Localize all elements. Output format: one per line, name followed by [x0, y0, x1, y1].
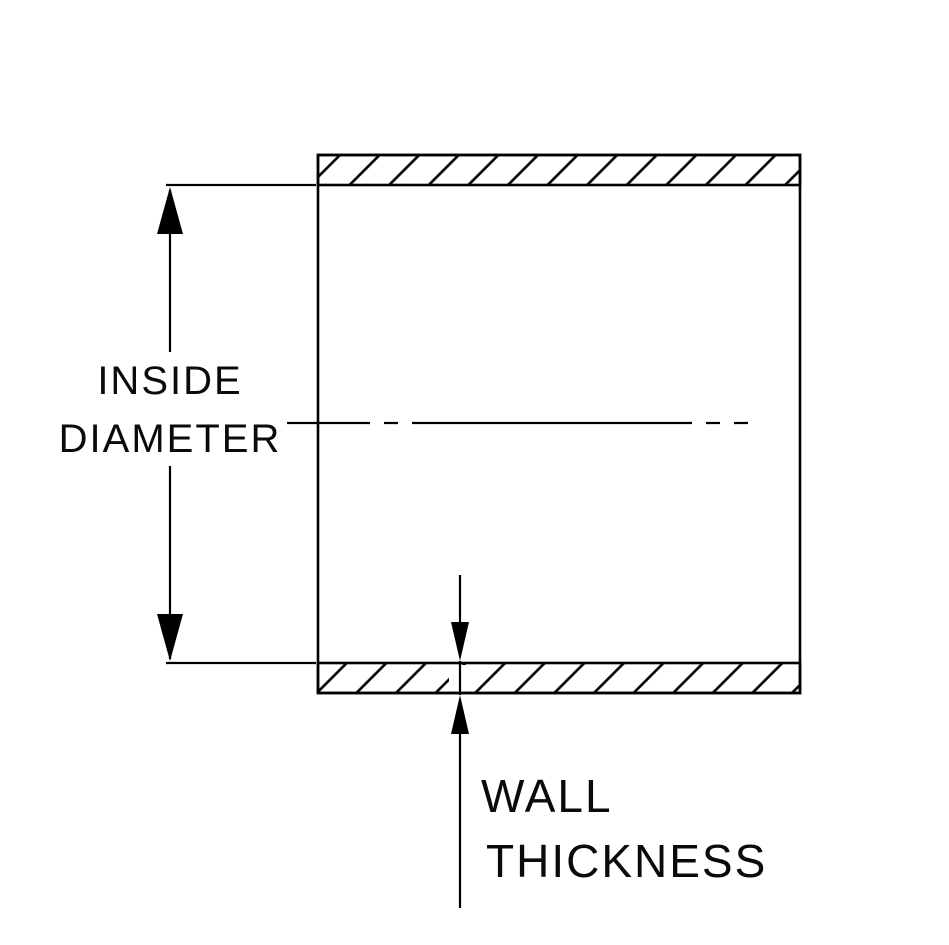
wall-thickness-arrow-up-icon — [451, 695, 469, 734]
wall-thickness-label-line2: THICKNESS — [486, 835, 767, 887]
top-wall-hatched-section — [316, 153, 802, 187]
inside-diameter-arrow-down-icon — [157, 614, 183, 661]
wall-thickness-arrow-down-icon — [451, 622, 469, 661]
inside-diameter-arrow-up-icon — [157, 187, 183, 234]
diagram-root: INSIDE DIAMETER WALL THICKNESS — [59, 153, 802, 908]
inside-diameter-label-line2: DIAMETER — [59, 417, 282, 461]
inside-diameter-label-line1: INSIDE — [97, 359, 242, 403]
bottom-wall-hatched-section — [316, 661, 802, 695]
wall-thickness-label-line1: WALL — [481, 770, 613, 822]
